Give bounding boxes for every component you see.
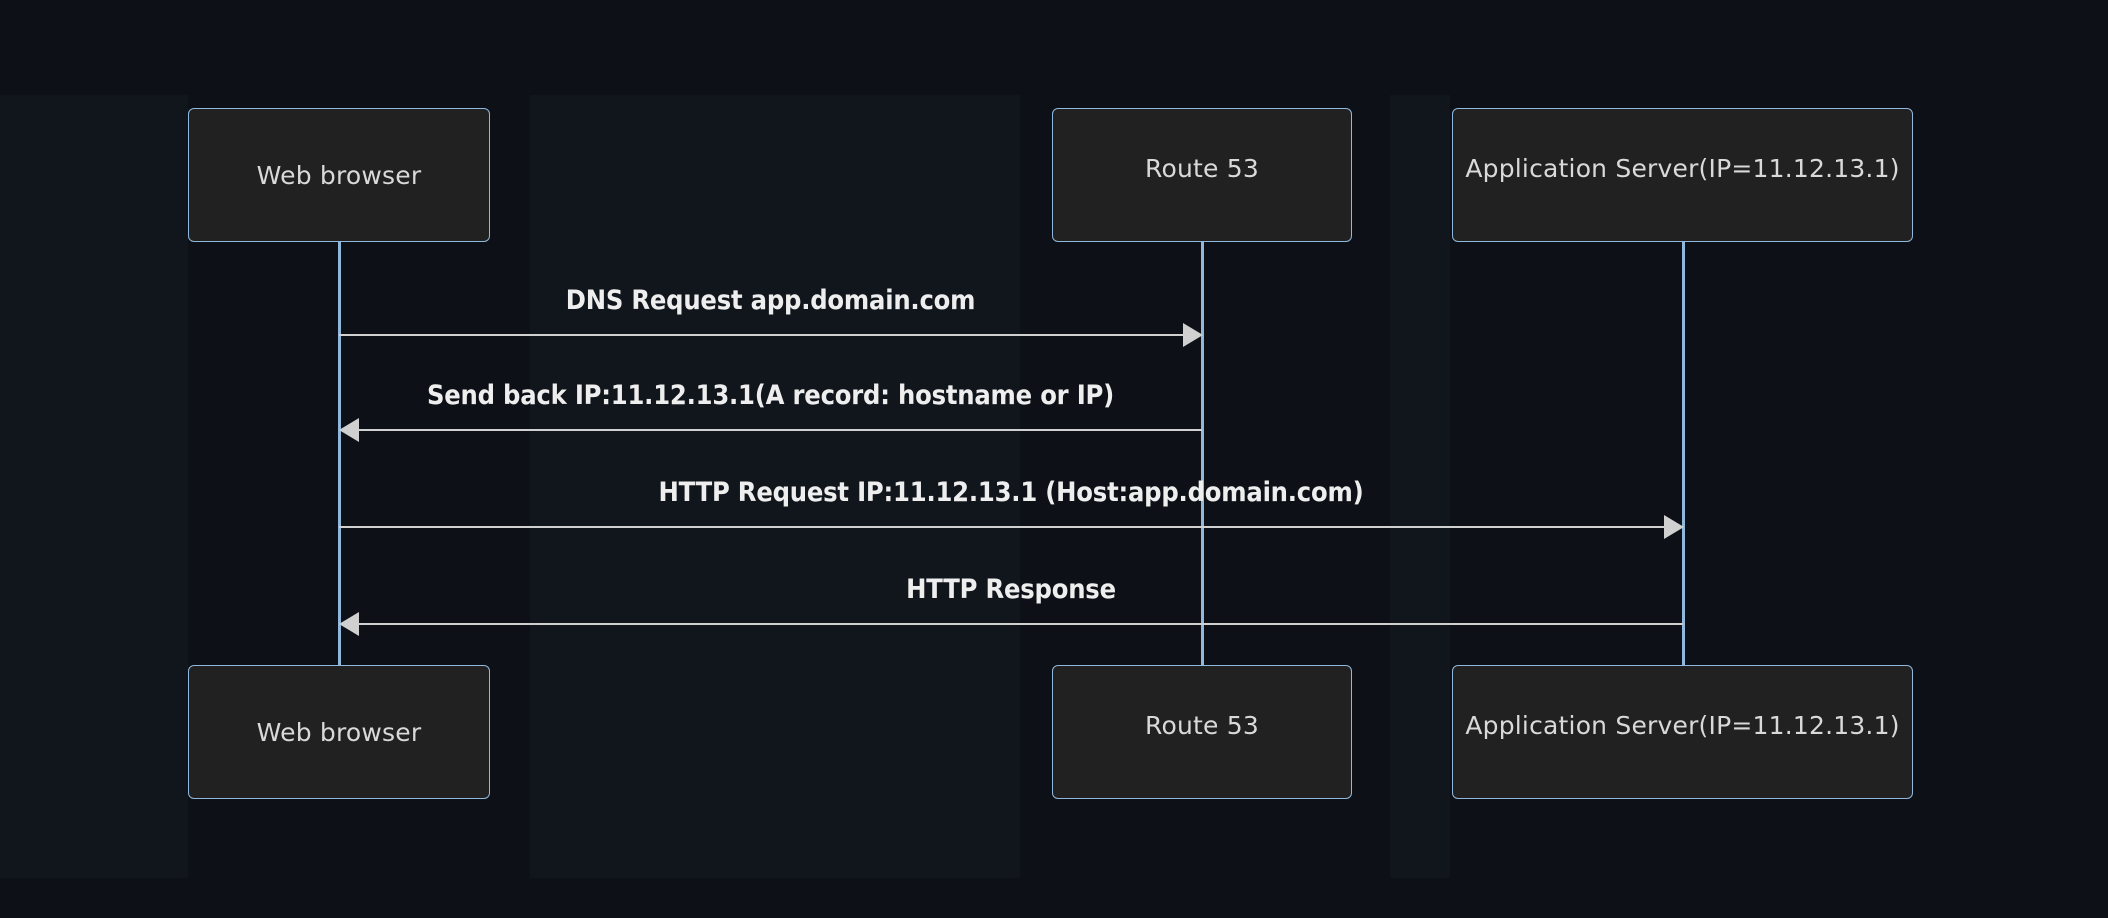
message-line-1 [339,334,1184,336]
participant-box-route53-top[interactable]: Route 53 [1052,108,1352,242]
participant-box-browser-top[interactable]: Web browser [188,108,490,242]
message-label-2: Send back IP:11.12.13.1(A record: hostna… [426,380,1115,411]
participant-label-route53-bottom: Route 53 [1145,710,1259,740]
participant-box-appserver-top[interactable]: Application Server(IP=11.12.13.1) [1452,108,1913,242]
message-line-4 [357,623,1683,625]
message-arrowhead-4 [339,612,359,636]
participant-label-appserver-top: Application Server(IP=11.12.13.1) [1465,153,1900,183]
participant-box-browser-bottom[interactable]: Web browser [188,665,490,799]
participant-box-route53-bottom[interactable]: Route 53 [1052,665,1352,799]
participant-label-appserver-bottom: Application Server(IP=11.12.13.1) [1465,710,1900,740]
lifeline-route53 [1201,242,1204,666]
participant-label-browser-top: Web browser [256,160,422,190]
message-line-2 [357,429,1202,431]
participant-label-route53-top: Route 53 [1145,153,1259,183]
lifeline-appserver [1682,242,1685,666]
message-arrowhead-3 [1664,515,1684,539]
message-arrowhead-2 [339,418,359,442]
message-label-3: HTTP Request IP:11.12.13.1 (Host:app.dom… [658,477,1364,508]
message-arrowhead-1 [1183,323,1203,347]
lifeline-browser [338,242,341,666]
background-band-1 [0,95,188,878]
message-line-3 [339,526,1665,528]
message-label-4: HTTP Response [906,574,1116,605]
message-label-1: DNS Request app.domain.com [565,285,976,316]
participant-box-appserver-bottom[interactable]: Application Server(IP=11.12.13.1) [1452,665,1913,799]
participant-label-browser-bottom: Web browser [256,717,422,747]
